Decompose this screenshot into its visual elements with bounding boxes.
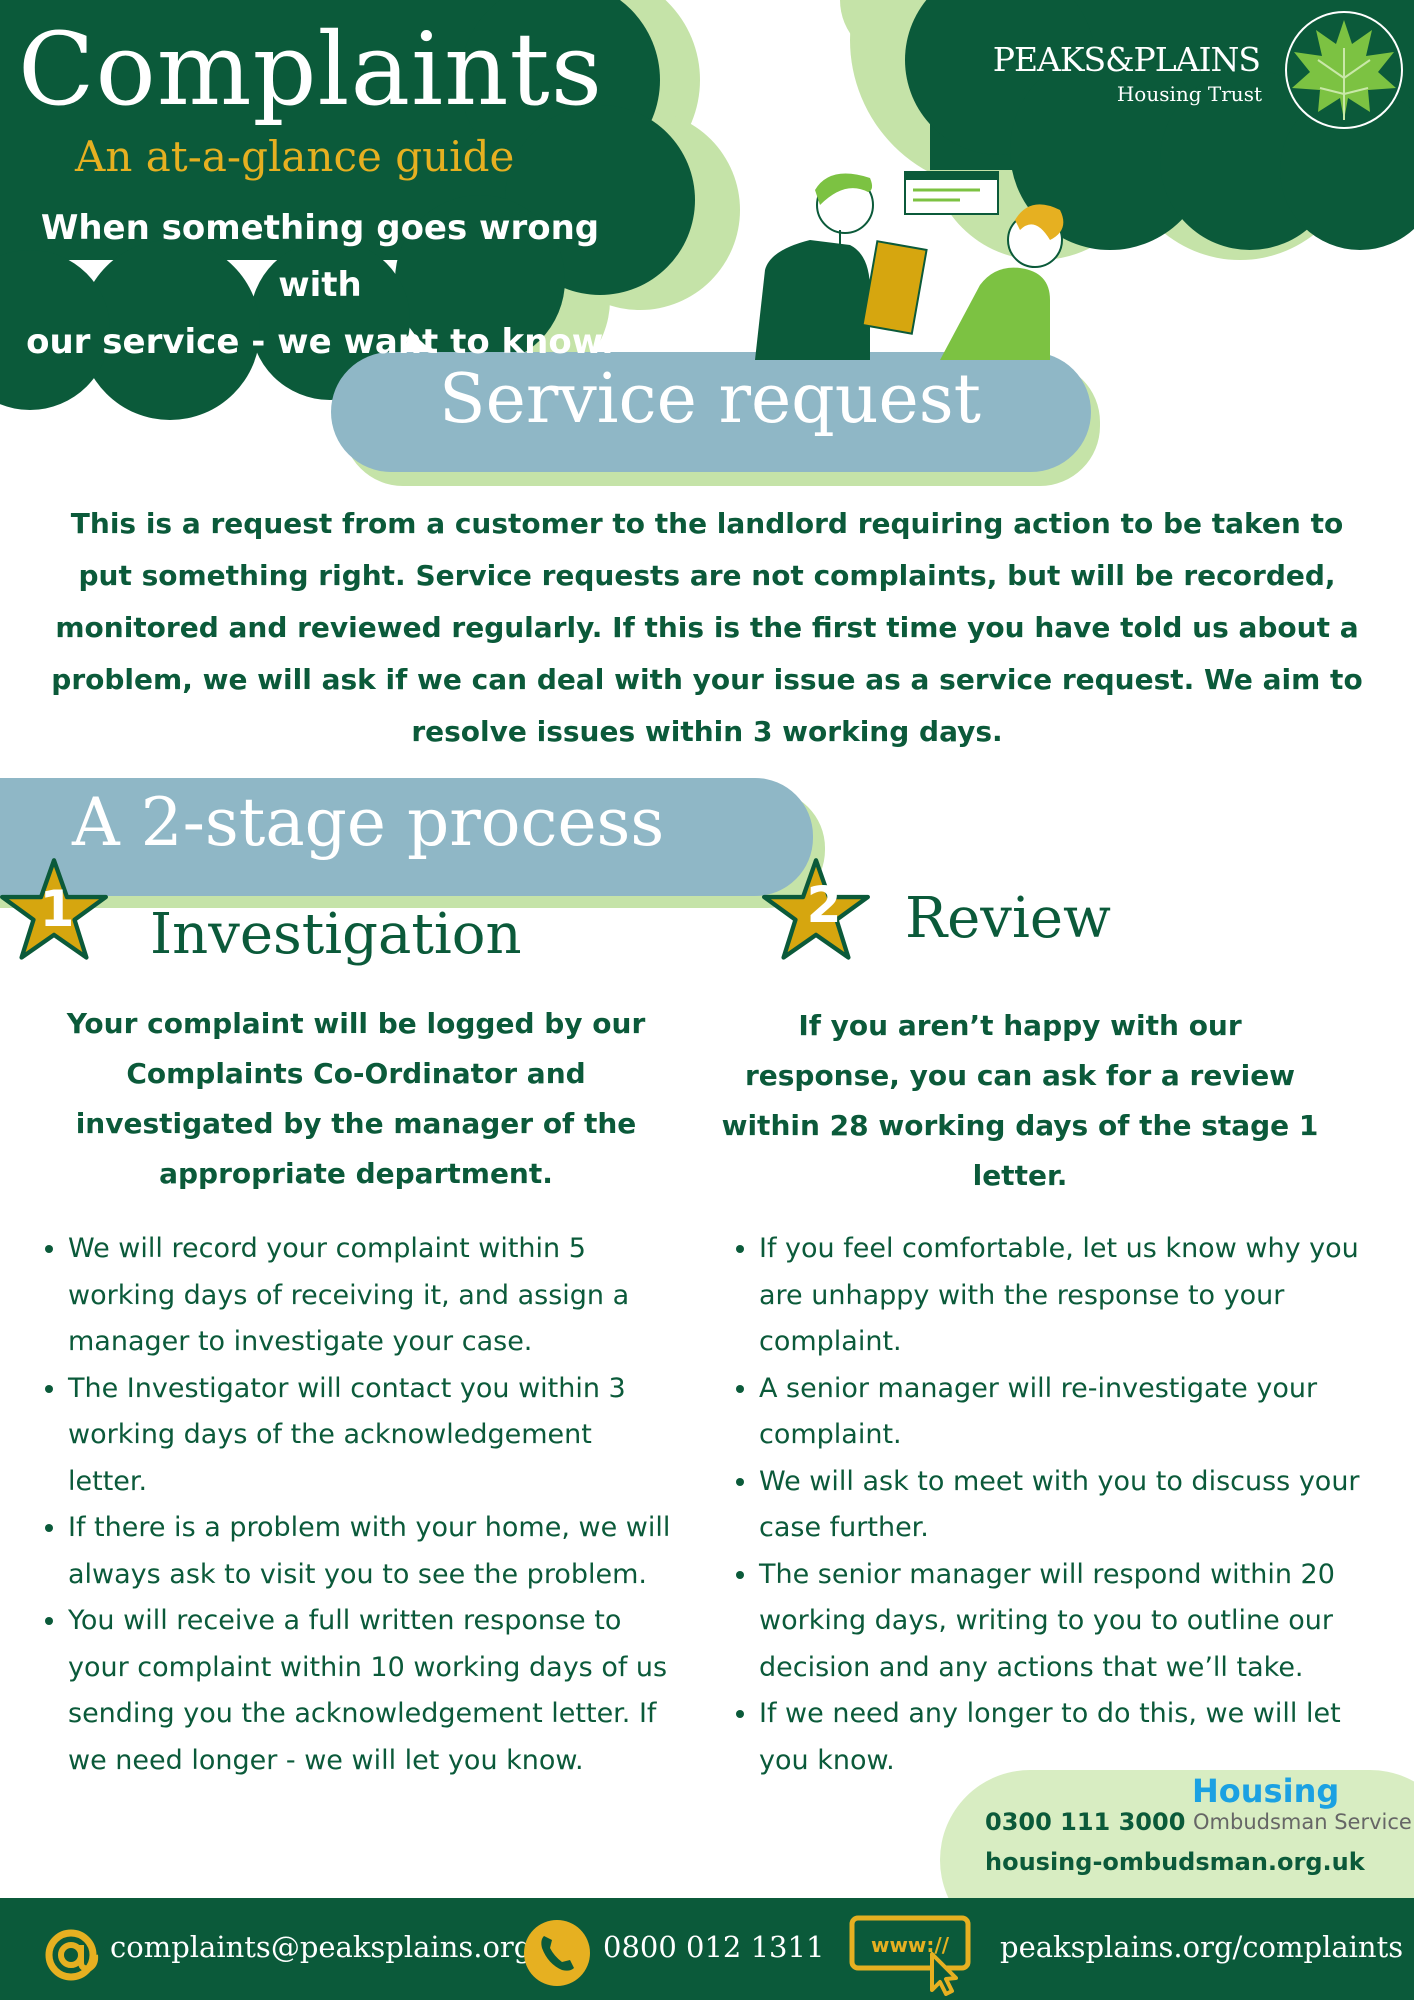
list-item: If you feel comfortable, let us know why… — [759, 1226, 1379, 1366]
service-request-heading: Service request — [439, 360, 981, 439]
phone-icon — [524, 1920, 590, 1986]
list-item: If there is a problem with your home, we… — [68, 1505, 678, 1598]
page-subtitle: An at-a-glance guide — [75, 132, 515, 181]
footer-web[interactable]: peaksplains.org/complaints — [1000, 1930, 1404, 1964]
ombudsman-url[interactable]: housing-ombudsman.org.uk — [985, 1848, 1365, 1876]
star-icon — [762, 858, 870, 960]
logo-name: PEAKS&PLAINS — [992, 40, 1261, 79]
list-item: If we need any longer to do this, we wil… — [759, 1691, 1379, 1784]
tagline-line: our service - we want to know. — [26, 322, 614, 362]
star-icon — [0, 858, 108, 960]
web-icon-text: www:// — [871, 1933, 950, 1957]
list-item: The senior manager will respond within 2… — [759, 1552, 1379, 1692]
stage-number: 1 — [39, 880, 75, 938]
tagline: When something goes wrong with our servi… — [0, 200, 640, 371]
list-item: The Investigator will contact you within… — [68, 1366, 678, 1506]
service-request-text: This is a request from a customer to the… — [51, 507, 1363, 748]
list-item: We will ask to meet with you to discuss … — [759, 1459, 1379, 1552]
ombudsman-phone[interactable]: 0300 111 3000 — [985, 1808, 1186, 1836]
tagline-line: When something goes wrong with — [40, 208, 600, 305]
stage1-intro: Your complaint will be logged by our Com… — [66, 1007, 646, 1190]
leaf-icon — [1285, 11, 1403, 129]
web-icon: www:// — [849, 1915, 971, 1996]
process-heading: A 2-stage process — [72, 784, 665, 861]
stage2-title: Review — [905, 886, 1111, 951]
screen-icon — [904, 171, 999, 215]
stage2-list: If you feel comfortable, let us know why… — [731, 1226, 1379, 1784]
page-title: Complaints — [18, 11, 604, 128]
footer-phone[interactable]: 0800 012 1311 — [603, 1930, 825, 1964]
stage1-title: Investigation — [150, 902, 522, 967]
stage2-intro: If you aren’t happy with our response, y… — [721, 1009, 1319, 1192]
list-item: We will record your complaint within 5 w… — [68, 1226, 678, 1366]
ombudsman-logo-sub: Ombudsman Service — [1193, 1810, 1412, 1834]
people-illustration — [755, 171, 1064, 360]
email-icon — [45, 1929, 99, 1981]
stage1-list: We will record your complaint within 5 w… — [40, 1226, 678, 1784]
ombudsman-logo-main: Housing — [1192, 1772, 1340, 1810]
logo-subtitle: Housing Trust — [1116, 82, 1262, 106]
list-item: A senior manager will re-investigate you… — [759, 1366, 1379, 1459]
footer-email[interactable]: complaints@peaksplains.org — [110, 1930, 533, 1964]
stage-number: 2 — [806, 876, 842, 934]
list-item: You will receive a full written response… — [68, 1598, 678, 1784]
